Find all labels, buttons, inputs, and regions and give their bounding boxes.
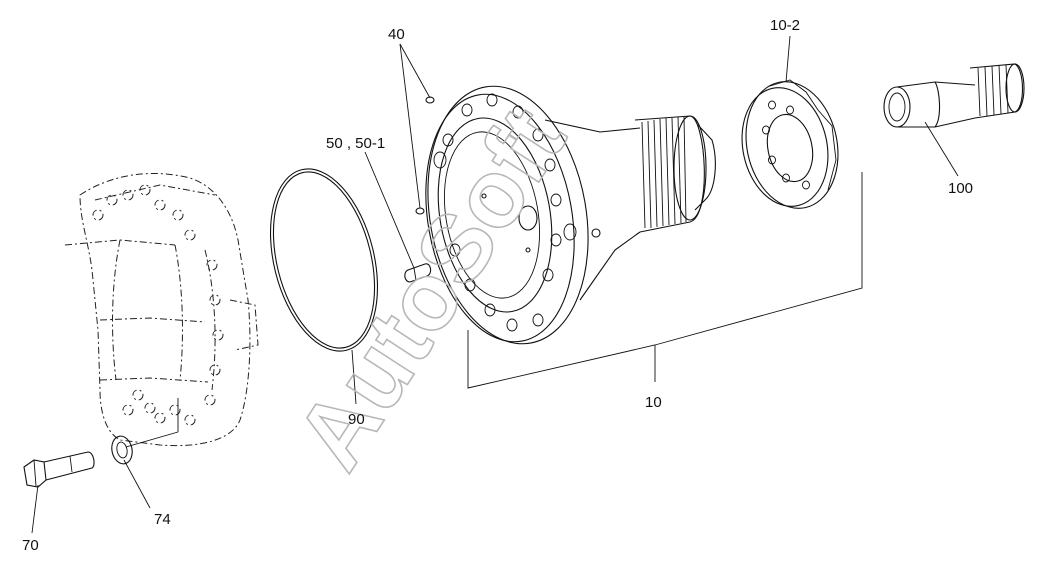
pin-part [404,263,432,283]
washer-part [111,435,133,465]
housing-phantom-outline [64,173,259,447]
ring-nut-part [741,79,839,209]
callout-40: 40 [388,26,405,43]
callout-50: 50 , 50-1 [326,135,385,152]
hub-assembly-part [425,85,716,345]
bolt-part [23,451,95,488]
leader-lines [31,35,959,534]
callout-10-2: 10-2 [770,17,800,34]
callout-100: 100 [948,180,973,197]
callout-70: 70 [22,537,39,554]
callout-10: 10 [645,394,662,411]
callout-labels: 40 50 , 50-1 10-2 100 10 90 74 70 [22,17,973,554]
coupling-shaft-part [883,63,1025,128]
callout-90: 90 [348,411,365,428]
callout-74: 74 [154,511,171,528]
o-ring-part [269,168,379,352]
